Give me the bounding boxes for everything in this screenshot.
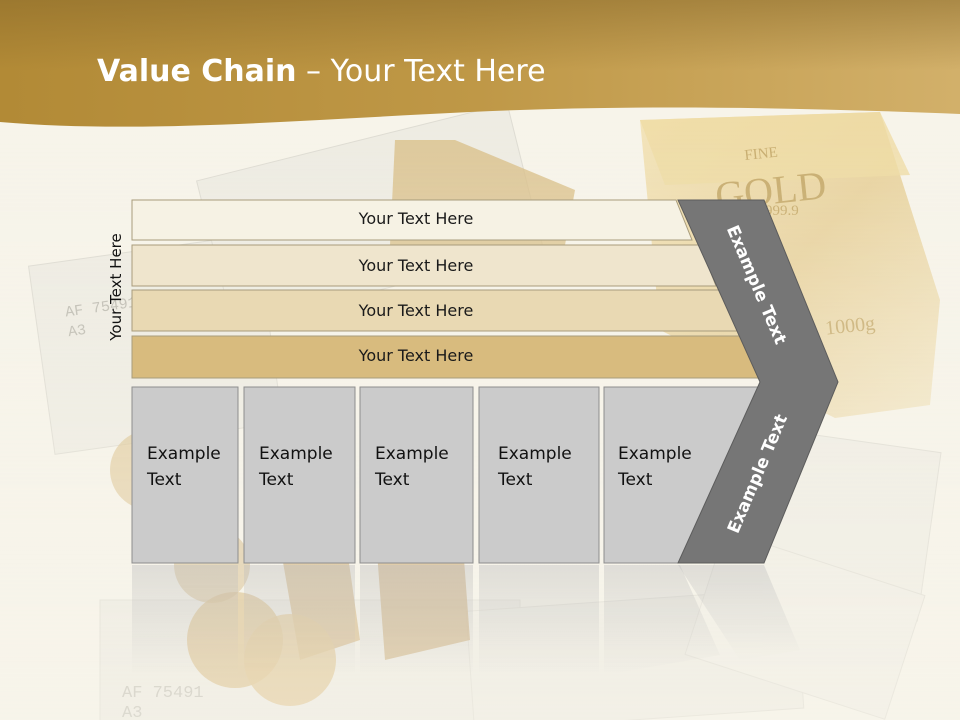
slide-title: Value Chain – Your Text Here: [97, 54, 546, 89]
card-3: [359, 386, 474, 564]
bar-1-label: Your Text Here: [358, 209, 474, 228]
bar-4-label: Your Text Here: [358, 346, 474, 365]
side-label-text: Your Text Here: [107, 233, 125, 341]
card-1: [131, 386, 239, 564]
reflection: [132, 565, 800, 675]
bar-1: [131, 199, 693, 241]
bar-3-label: Your Text Here: [358, 301, 474, 320]
card-4-label: Example Text: [498, 444, 572, 490]
title-rest: – Your Text Here: [296, 54, 546, 89]
bar-2: [131, 244, 717, 287]
title-bold: Value Chain: [97, 54, 297, 89]
card-5-label: Example Text: [618, 444, 692, 490]
card-4: [478, 386, 600, 564]
card-2-label: Example Text: [259, 444, 333, 490]
card-3-label: Example Text: [375, 444, 449, 490]
card-1-label: Example Text: [147, 444, 221, 490]
card-2: [243, 386, 356, 564]
bar-2-label: Your Text Here: [358, 256, 474, 275]
chevron-arrow: [677, 199, 839, 564]
